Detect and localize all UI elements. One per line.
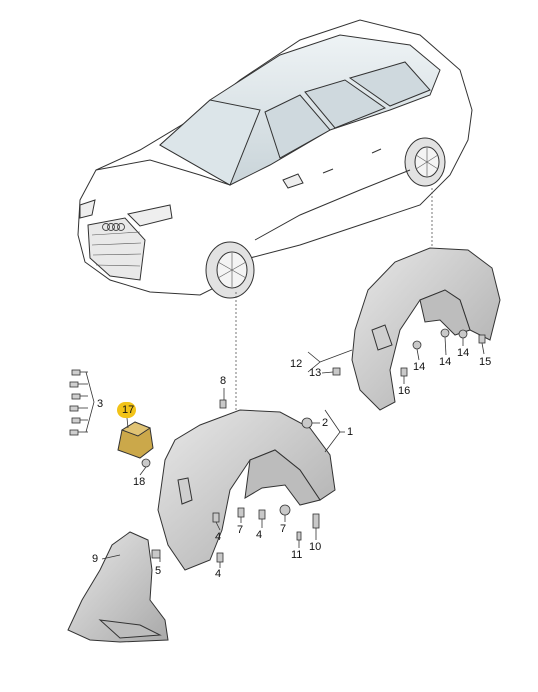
leader-lines-car: [235, 188, 433, 410]
front-wheel-arch-liner: [157, 409, 336, 571]
callout-2: 2: [322, 417, 329, 429]
callout-14-c: 14: [457, 347, 470, 359]
callout-18: 18: [133, 476, 146, 488]
callout-5: 5: [155, 565, 162, 577]
callout-11: 11: [291, 549, 303, 561]
callout-4-c: 4: [215, 568, 222, 580]
callout-17: 17: [122, 404, 135, 416]
callout-12: 12: [290, 358, 303, 370]
callout-4-b: 4: [256, 529, 263, 541]
callout-7-a: 7: [237, 524, 244, 536]
callout-4-a: 4: [215, 531, 222, 543]
rear-wheel-arch-liner: [351, 247, 501, 411]
callout-9: 9: [92, 553, 99, 565]
callout-10: 10: [309, 541, 322, 553]
callout-17-highlight: [117, 402, 136, 418]
callout-3: 3: [97, 398, 104, 410]
callout-leaders: [85, 336, 485, 568]
callout-14-b: 14: [439, 356, 452, 368]
car-illustration: [77, 19, 473, 299]
callout-7-b: 7: [280, 523, 287, 535]
part-3-screws: [69, 369, 88, 436]
callout-13: 13: [309, 367, 322, 379]
callout-14-a: 14: [413, 361, 426, 373]
splash-shield-part: [67, 531, 169, 643]
callout-16: 16: [398, 385, 411, 397]
callout-8: 8: [220, 375, 227, 387]
callout-15: 15: [479, 356, 492, 368]
part-18-screw: [141, 458, 151, 468]
callout-1: 1: [347, 426, 354, 438]
part-17-bracket: [117, 421, 154, 459]
